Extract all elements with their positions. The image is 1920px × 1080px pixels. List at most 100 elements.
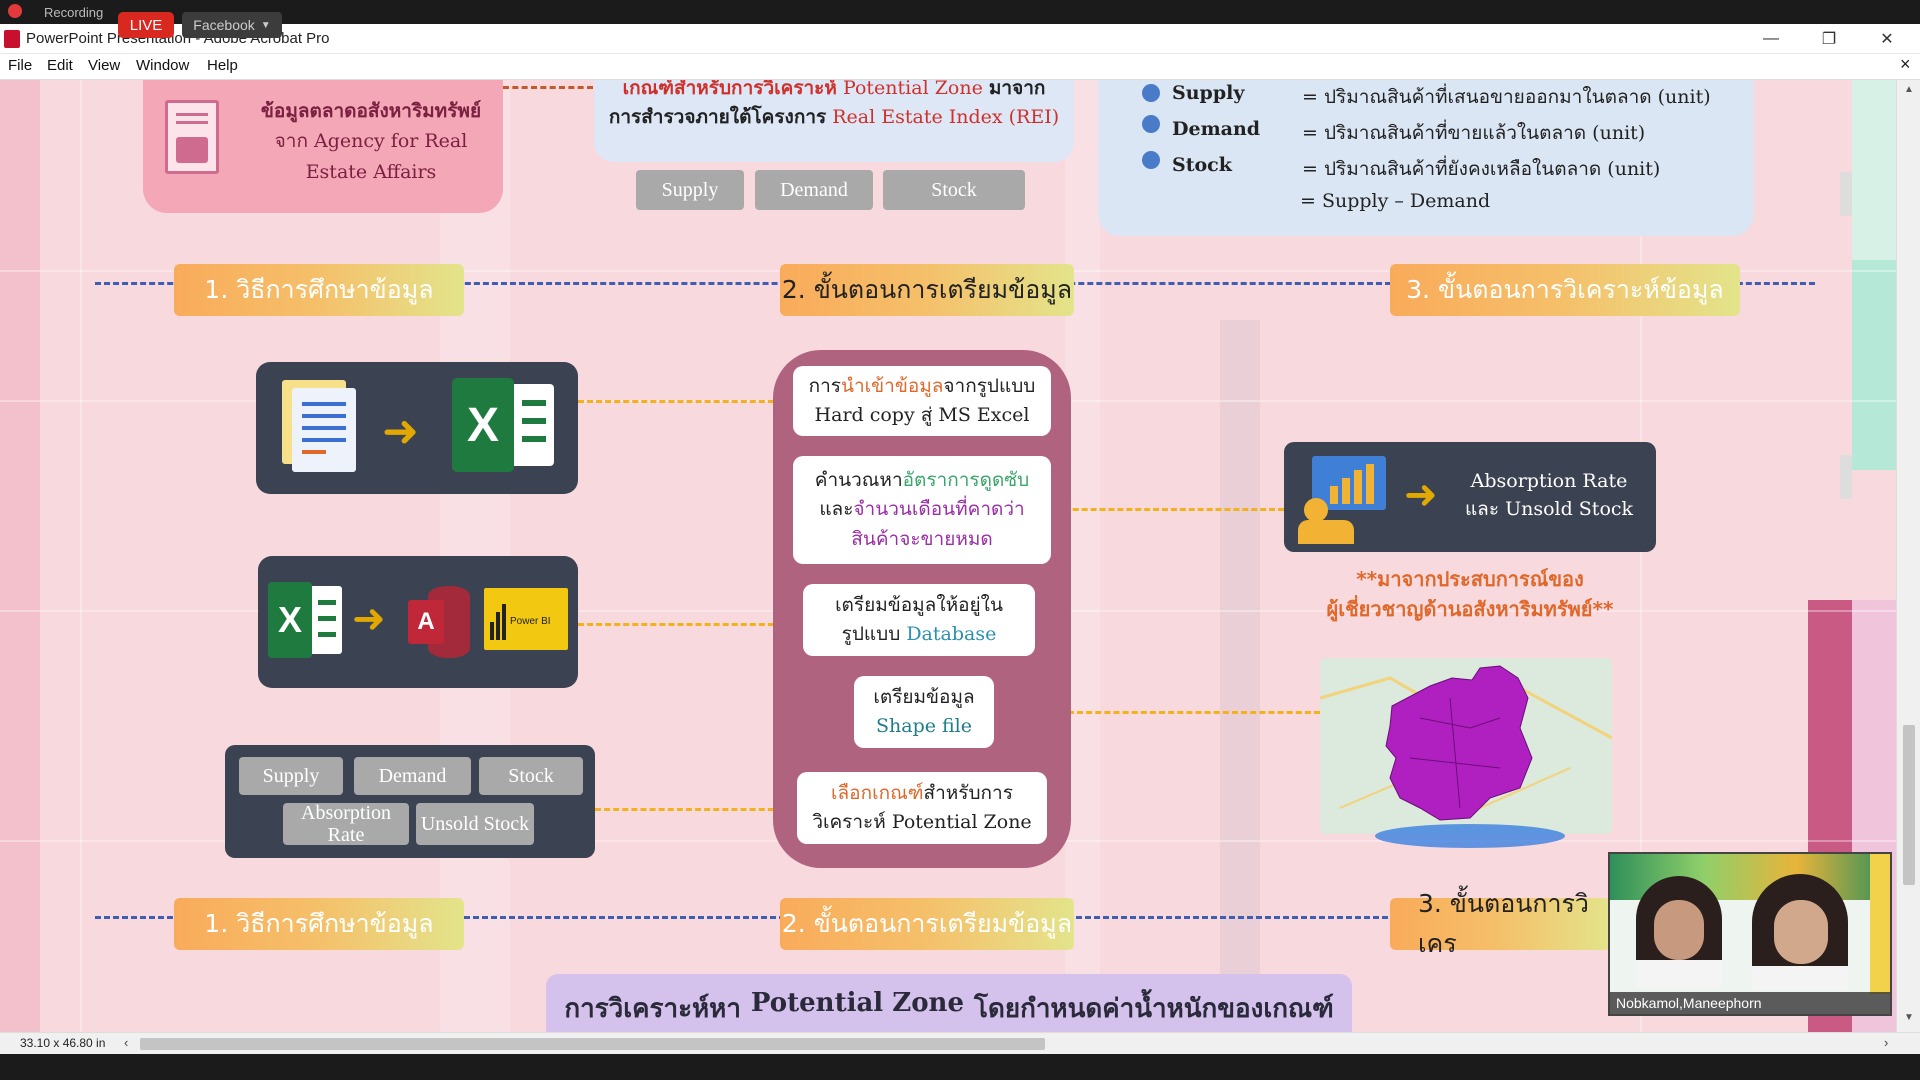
excel-icon: X bbox=[268, 582, 344, 658]
scroll-up-icon[interactable]: ▲ bbox=[1904, 84, 1914, 95]
participant-right bbox=[1752, 874, 1848, 990]
process-text: คำนวณหา bbox=[814, 468, 903, 491]
connector-line bbox=[995, 711, 1320, 714]
step-3-top: 3. ขั้นตอนการวิเคราะห์ข้อมูล bbox=[1390, 264, 1740, 316]
criteria-thai-2: การสำรวจภายใต้โครงการ bbox=[608, 106, 827, 129]
legend-term-stock: Stock bbox=[1172, 154, 1232, 176]
legend-def-supply: = ปริมาณสินค้าที่เสนอขายออกมาในตลาด (uni… bbox=[1302, 86, 1711, 108]
menu-help[interactable]: Help bbox=[207, 57, 238, 74]
excel-icon: X bbox=[452, 378, 556, 472]
legend-dot-icon bbox=[1142, 115, 1160, 133]
vertical-scrollbar[interactable]: ▲ ▼ bbox=[1896, 80, 1920, 1032]
process-database: เตรียมข้อมูลให้อยู่ใน รูปแบบ Database bbox=[803, 584, 1035, 656]
minimize-button[interactable]: — bbox=[1763, 30, 1779, 47]
connector-line bbox=[595, 808, 792, 811]
bottom-banner: การวิเคราะห์หา Potential Zone โดยกำหนดค่… bbox=[546, 974, 1352, 1032]
arrow-right-icon: ➜ bbox=[382, 407, 419, 456]
person-icon bbox=[1304, 498, 1328, 522]
menu-bar: File Edit View Window Help × bbox=[0, 54, 1920, 80]
restore-button[interactable]: ❐ bbox=[1821, 31, 1837, 48]
participant-left bbox=[1636, 876, 1722, 988]
horizontal-scroll-thumb[interactable] bbox=[140, 1038, 1045, 1050]
document-viewport[interactable]: ข้อมูลตลาดอสังหาริมทรัพย์ จาก Agency for… bbox=[0, 80, 1896, 1032]
status-bar: 33.10 x 46.80 in ‹ › bbox=[0, 1032, 1920, 1054]
grid-line bbox=[1640, 80, 1642, 1032]
process-text: รูปแบบ bbox=[841, 623, 901, 645]
decor-band bbox=[1220, 320, 1260, 1032]
absorption-rate-chip: Absorption Rate bbox=[283, 802, 409, 846]
process-highlight: จำนวนเดือนที่คาดว่า bbox=[853, 498, 1025, 521]
connector-line bbox=[1046, 508, 1284, 511]
recording-label: Recording bbox=[44, 5, 104, 20]
menu-window[interactable]: Window bbox=[136, 57, 190, 74]
decor-band bbox=[0, 80, 40, 1032]
acrobat-app-icon bbox=[4, 30, 20, 48]
analysis-line-1: Absorption Rate bbox=[1470, 470, 1628, 492]
access-icon: A bbox=[408, 586, 472, 658]
banner-pre: การวิเคราะห์หา bbox=[564, 994, 741, 1024]
source-line-1: ข้อมูลตลาดอสังหาริมทรัพย์ bbox=[260, 100, 482, 122]
live-badge: LIVE bbox=[118, 12, 174, 38]
stock-chip: Stock bbox=[479, 757, 583, 795]
process-text: สำหรับการ bbox=[923, 781, 1013, 804]
process-text: และ bbox=[819, 498, 854, 521]
record-dot-icon bbox=[8, 4, 22, 18]
process-highlight: นำเข้าข้อมูล bbox=[841, 374, 944, 397]
step-1-bottom: 1. วิธีการศึกษาข้อมูล bbox=[174, 898, 464, 950]
step-2-top: 2. ขั้นตอนการเตรียมข้อมูล bbox=[780, 264, 1074, 316]
connector-line bbox=[578, 400, 792, 403]
database-step-box: X ➜ A Power BI bbox=[258, 556, 578, 688]
video-call-overlay[interactable]: Nobkamol,Maneephorn bbox=[1608, 852, 1892, 1016]
recording-strip: Recording bbox=[0, 0, 1920, 24]
demand-chip: Demand bbox=[354, 757, 471, 795]
step-2-bottom: 2. ขั้นตอนการเตรียมข้อมูล bbox=[780, 898, 1074, 950]
close-button[interactable]: ✕ bbox=[1880, 31, 1894, 48]
chevron-down-icon: ▼ bbox=[260, 19, 271, 31]
legend-card: Supply = ปริมาณสินค้าที่เสนอขายออกมาในตล… bbox=[1098, 80, 1754, 236]
process-shapefile: เตรียมข้อมูล Shape file bbox=[854, 676, 994, 748]
criteria-en-2: Real Estate Index (REI) bbox=[832, 106, 1060, 129]
process-text: การ bbox=[808, 374, 842, 397]
map-svg bbox=[1320, 665, 1612, 821]
page-size-readout: 33.10 x 46.80 in bbox=[20, 1036, 106, 1050]
close-document-button[interactable]: × bbox=[1900, 54, 1911, 74]
video-backdrop bbox=[1870, 854, 1890, 994]
process-highlight: อัตราการดูดซับ bbox=[902, 468, 1030, 491]
legend-term-demand: Demand bbox=[1172, 118, 1261, 140]
source-line-2: จาก Agency for Real bbox=[274, 130, 468, 153]
district-map bbox=[1320, 658, 1612, 834]
scroll-right-icon[interactable]: › bbox=[1884, 1035, 1889, 1050]
stock-chip: Stock bbox=[883, 170, 1025, 210]
analysis-line-2: และ Unsold Stock bbox=[1464, 497, 1634, 520]
decor-tab bbox=[1840, 455, 1852, 499]
process-highlight: เลือกเกณฑ์ bbox=[831, 781, 924, 804]
menu-view[interactable]: View bbox=[88, 57, 121, 74]
source-line-3: Estate Affairs bbox=[305, 160, 437, 183]
taskbar-strip bbox=[0, 1054, 1920, 1080]
legend-def-formula: = Supply – Demand bbox=[1300, 190, 1491, 212]
window-title: PowerPoint Presentation - Adobe Acrobat … bbox=[26, 30, 330, 47]
supply-chip: Supply bbox=[636, 170, 744, 210]
banner-post: โดยกำหนดค่าน้ำหนักของเกณฑ์ bbox=[974, 994, 1334, 1024]
legend-dot-icon bbox=[1142, 84, 1160, 102]
expert-note-line-2: ผู้เชี่ยวชาญด้านอสังหาริมทรัพย์** bbox=[1326, 597, 1614, 621]
menu-edit[interactable]: Edit bbox=[47, 57, 73, 74]
criteria-thai-1: เกณฑ์สำหรับการวิเคราะห์ bbox=[622, 80, 837, 99]
facebook-dropdown[interactable]: Facebook ▼ bbox=[182, 12, 282, 38]
process-absorption: คำนวณหาอัตราการดูดซับ และจำนวนเดือนที่คา… bbox=[793, 456, 1051, 564]
analysis-step-box: ➜ Absorption Rate และ Unsold Stock bbox=[1284, 442, 1656, 552]
document-page bbox=[292, 388, 356, 472]
process-text: เตรียมข้อมูลให้อยู่ใน bbox=[835, 593, 1003, 616]
scroll-thumb[interactable] bbox=[1903, 725, 1915, 885]
legend-def-stock: = ปริมาณสินค้าที่ยังคงเหลือในตลาด (unit) bbox=[1302, 158, 1661, 180]
connector-line bbox=[578, 623, 792, 626]
process-text: วิเคราะห์ Potential Zone bbox=[812, 811, 1032, 833]
arrow-right-icon: ➜ bbox=[352, 597, 386, 641]
decor-band bbox=[1852, 260, 1896, 470]
scroll-left-icon[interactable]: ‹ bbox=[124, 1035, 129, 1050]
process-highlight: Shape file bbox=[875, 715, 973, 737]
menu-file[interactable]: File bbox=[8, 57, 33, 74]
arrow-right-icon: ➜ bbox=[1404, 473, 1438, 517]
title-bar: PowerPoint Presentation - Adobe Acrobat … bbox=[0, 24, 1920, 54]
scroll-down-icon[interactable]: ▼ bbox=[1904, 1012, 1914, 1023]
